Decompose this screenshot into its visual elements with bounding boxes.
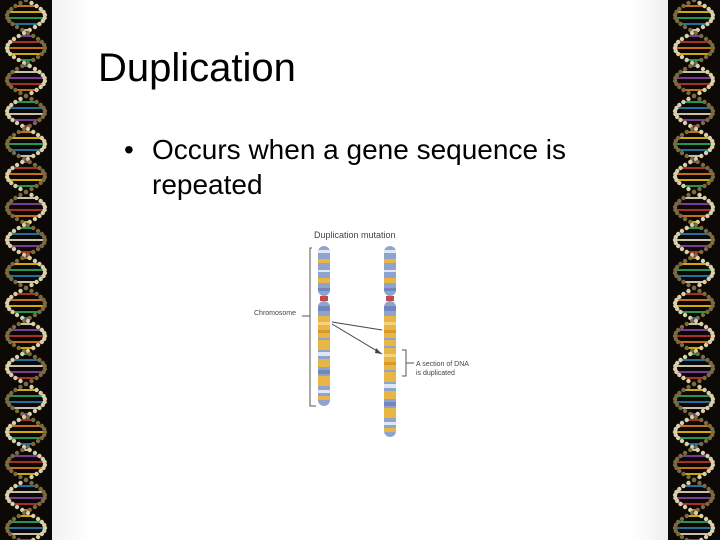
chromosome-label: Chromosome [254,310,297,317]
dna-border-right [668,0,720,540]
figure-caption: Duplication mutation [314,230,396,240]
duplication-arrow-lower [331,323,383,355]
dna-border-left [0,0,52,540]
duplicated-section-bracket [402,349,407,377]
duplication-arrow-upper [331,321,383,331]
dna-helix-right-decoration [672,0,716,540]
duplicated-label-line1: A section of DNA [416,361,469,368]
duplicated-segment [384,348,396,370]
bullet-item: • Occurs when a gene sequence is repeate… [124,132,664,202]
slide-title: Duplication [98,46,296,90]
chromosome-bracket [309,247,316,407]
centromere-left [320,296,328,301]
duplication-mutation-figure: Duplication mutation [254,226,532,446]
duplicated-label-line2: is duplicated [416,370,455,377]
original-chromosome [318,246,330,406]
bullet-list: • Occurs when a gene sequence is repeate… [124,132,664,202]
bullet-marker: • [124,134,134,165]
slide-content-area: Duplication • Occurs when a gene sequenc… [52,0,668,540]
duplicated-chromosome [384,246,396,437]
dna-helix-left-decoration [4,0,48,540]
centromere-right [386,296,394,301]
arrowhead-icon [375,348,382,354]
bullet-text: Occurs when a gene sequence is repeated [152,134,567,200]
